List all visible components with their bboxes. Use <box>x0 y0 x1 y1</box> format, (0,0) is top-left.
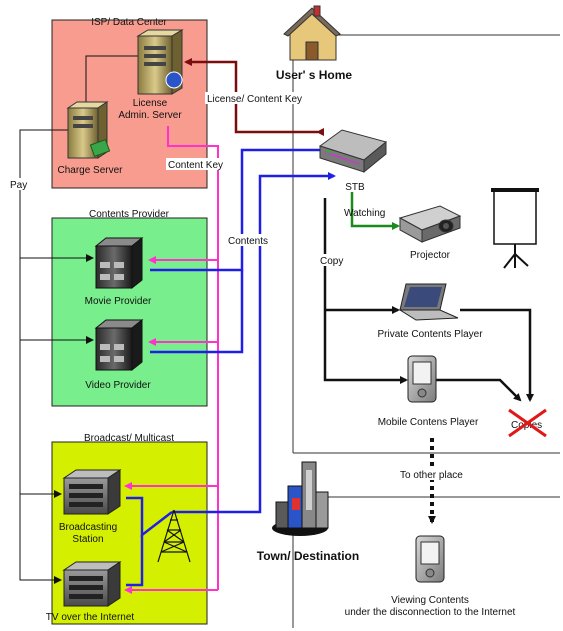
city-icon <box>272 461 329 536</box>
private-player-label: Private Contents Player <box>377 329 483 340</box>
server-rack-icon <box>94 236 144 290</box>
watching-label: Watching <box>344 208 385 219</box>
projector-icon <box>398 205 462 243</box>
content-key-label: Content Key <box>168 160 223 171</box>
movie-provider-label: Movie Provider <box>85 296 152 307</box>
building-icon <box>62 469 122 515</box>
viewing-label-2: under the disconnection to the Internet <box>345 607 516 618</box>
laptop-icon <box>398 283 459 321</box>
video-provider-label: Video Provider <box>85 380 151 391</box>
viewing-label-1: Viewing Contents <box>391 595 469 606</box>
pda-icon <box>415 535 445 583</box>
provider-region-title: Contents Provider <box>89 209 170 220</box>
broadcast-region-title: Broadcast/ Multicast <box>84 433 174 444</box>
copy-label: Copy <box>320 256 343 267</box>
antenna-tower-icon <box>157 509 191 563</box>
house-icon <box>283 5 341 61</box>
server-tower-icon <box>66 101 111 159</box>
to-other-place-label: To other place <box>400 470 463 481</box>
home-region-title: User' s Home <box>276 68 353 82</box>
contents-label: Contents <box>228 236 268 247</box>
town-region-title: Town/ Destination <box>257 549 359 563</box>
watching-arrow <box>350 192 400 230</box>
isp-region-title: ISP/ Data Center <box>91 17 167 28</box>
projection-screen-icon <box>491 188 539 269</box>
server-rack-icon <box>94 318 144 372</box>
projector-label: Projector <box>410 250 451 261</box>
stb-label: STB <box>345 182 365 193</box>
server-tower-icon <box>136 29 184 95</box>
pda-icon <box>407 355 437 403</box>
content-key-arrows <box>124 126 219 594</box>
tv-internet-label: TV over the Internet <box>46 612 135 623</box>
license-server-label-2: Admin. Server <box>118 110 182 121</box>
pay-label: Pay <box>10 180 27 191</box>
copies-cross-icon <box>508 408 547 438</box>
charge-server-label: Charge Server <box>57 165 123 176</box>
building-icon <box>62 561 122 607</box>
license-key-label: License/ Content Key <box>207 94 302 105</box>
pay-lines <box>19 129 94 584</box>
contents-arrows <box>126 146 336 587</box>
copies-label: Copies <box>511 420 542 431</box>
license-server-label-1: License <box>133 98 168 109</box>
broadcasting-station-label-1: Broadcasting <box>59 522 117 533</box>
mobile-player-label: Mobile Contens Player <box>378 417 479 428</box>
server-link-line <box>85 55 138 112</box>
broadcasting-station-label-2: Station <box>72 534 103 545</box>
set-top-box-icon <box>318 129 388 174</box>
